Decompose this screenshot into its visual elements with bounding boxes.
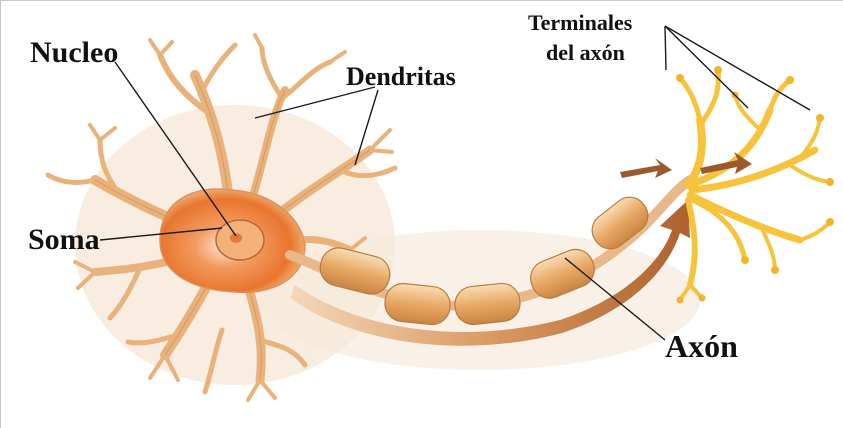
label-axon: Axón — [665, 328, 738, 364]
label-dendritas: Dendritas — [346, 62, 456, 91]
label-soma: Soma — [28, 223, 100, 256]
label-terminales: Terminales — [528, 10, 633, 35]
axon-terminals — [680, 70, 830, 300]
label-del-axon: del axón — [546, 40, 625, 65]
synapse-arrow-1 — [620, 158, 672, 178]
terminales-leader-1 — [665, 26, 666, 70]
dendritas-leader-1 — [255, 87, 375, 118]
nucleolus — [230, 233, 242, 243]
label-nucleo: Nucleo — [30, 36, 118, 69]
